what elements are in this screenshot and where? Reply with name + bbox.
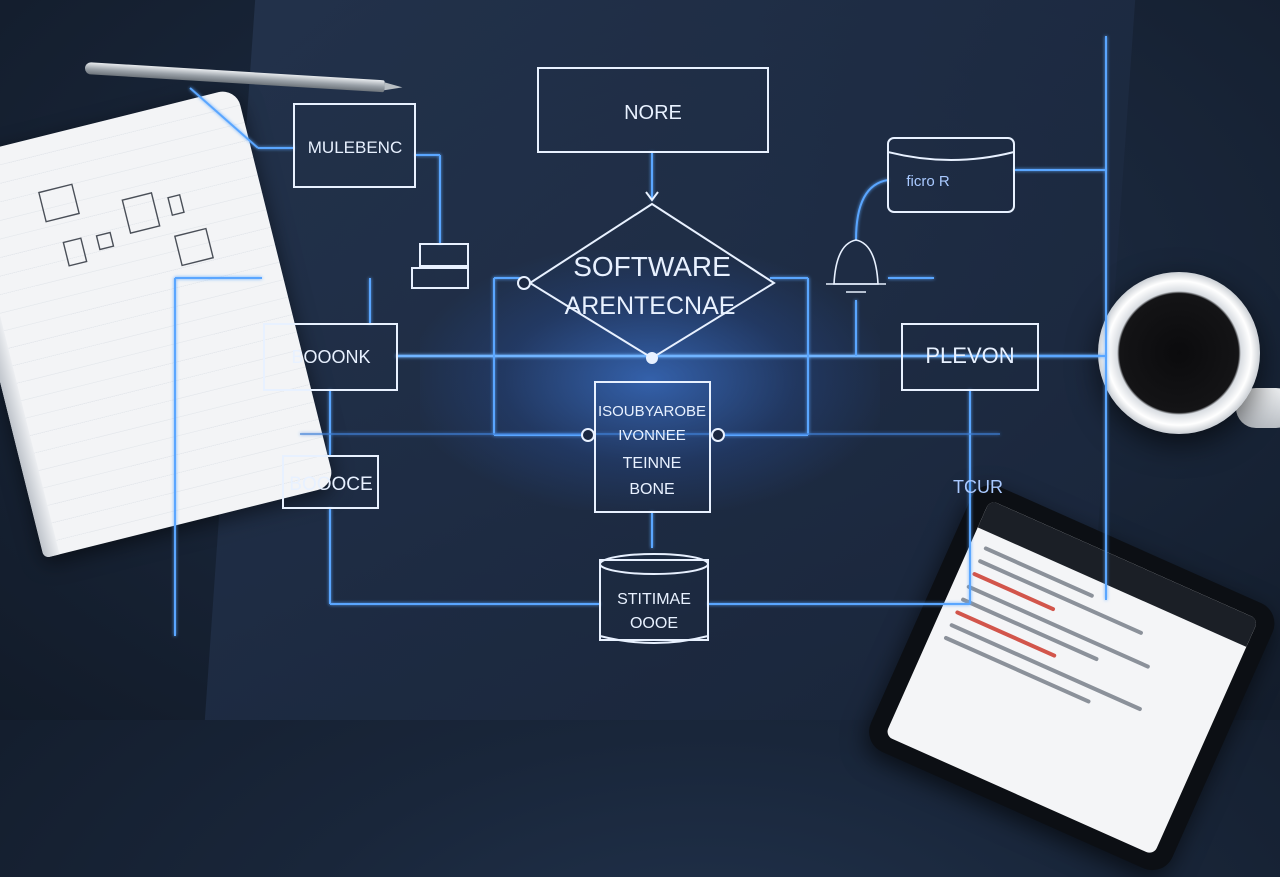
upper-left-box-label: MULEBENC: [308, 138, 402, 157]
upper-left-box: [293, 103, 416, 188]
center-box: [594, 381, 711, 513]
center-box-line1: ISOUBYAROBE: [598, 403, 706, 420]
architecture-diagram: SOFTWARE ARENTECNAE NORE MULEBENC BOOONK…: [38, 36, 1107, 644]
arrow-down-icon: [645, 191, 659, 202]
connector-nodes: [517, 276, 725, 442]
notebook-sketches: [38, 183, 215, 267]
database-top: [599, 553, 709, 575]
top-right-cylinder: [887, 137, 1015, 213]
lower-left-box-label: BOOOCE: [289, 474, 372, 495]
right-box: [901, 323, 1039, 391]
right-floating-label: TCUR: [953, 477, 1003, 497]
right-box-label: PLEVON: [925, 343, 1014, 368]
cylinder-top-curve: [887, 151, 1015, 161]
database-cylinder: [599, 559, 709, 641]
top-box-label: NORE: [624, 102, 682, 124]
database-bottom: [599, 635, 709, 644]
title-line2: ARENTECNAE: [565, 292, 736, 320]
diagram-labels: SOFTWARE ARENTECNAE NORE MULEBENC BOOONK…: [289, 102, 1014, 632]
database-line1: STITIMAE: [617, 591, 691, 608]
top-right-cylinder-label: ficro R: [906, 173, 950, 190]
top-box: [537, 67, 769, 153]
left-box-label: BOOONK: [291, 347, 370, 367]
center-box-line4: BONE: [629, 481, 674, 498]
coffee-cup: [1098, 272, 1260, 434]
bell-icon: [826, 239, 886, 293]
center-box-line3: TEINNE: [623, 455, 682, 472]
title-line1: SOFTWARE: [573, 251, 731, 282]
database-line2: OOOE: [630, 615, 678, 632]
center-glow: [420, 250, 880, 510]
center-box-line2: IVONNEE: [618, 427, 686, 444]
left-box: [263, 323, 398, 391]
lower-left-box: [282, 455, 379, 509]
small-stack-icon: [411, 267, 469, 289]
diagram-boxes: [263, 67, 1039, 644]
connector-lines: [174, 36, 1107, 636]
small-stack-icon: [419, 243, 469, 267]
